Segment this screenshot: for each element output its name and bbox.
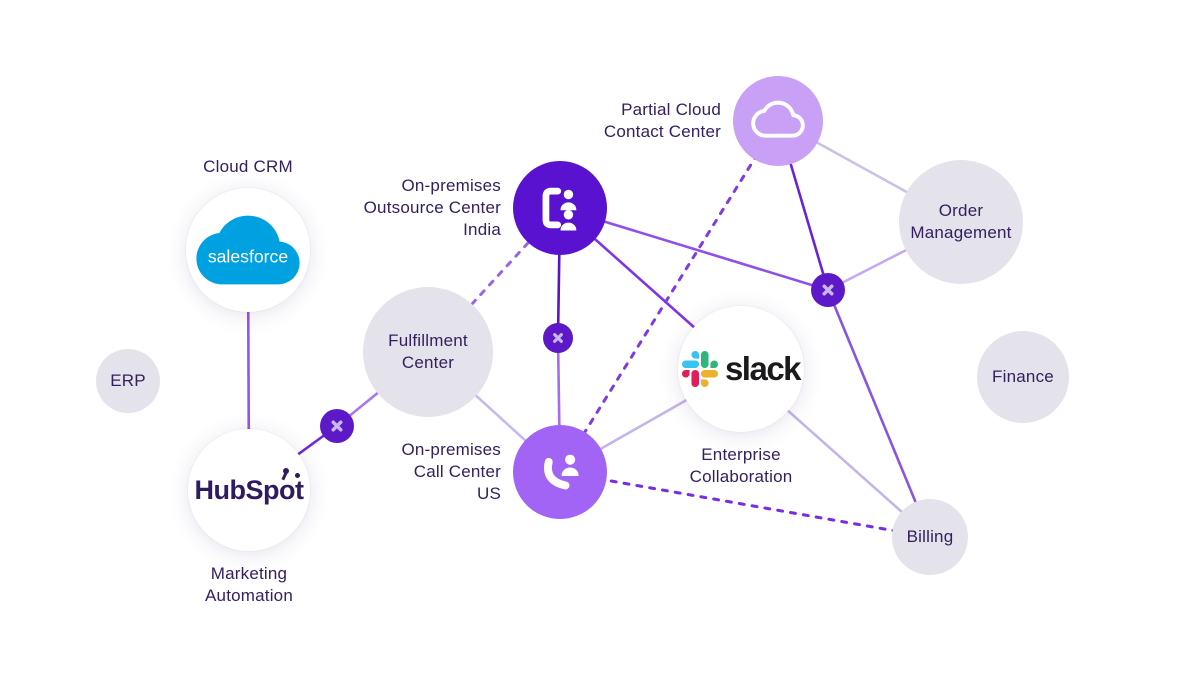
node-erp-label: ERP <box>110 371 146 390</box>
x-icon <box>553 333 563 343</box>
hubspot-sprocket-dot <box>283 467 290 474</box>
edge-partial-cloud-call-center-us <box>558 119 780 474</box>
node-outsource-center-india <box>513 161 607 255</box>
node-erp: ERP <box>96 349 160 413</box>
x-icon <box>331 420 343 432</box>
node-finance: Finance <box>977 331 1069 423</box>
cloud-icon <box>751 100 805 138</box>
slack-hash-icon <box>681 351 718 387</box>
node-partial-cloud-contact-center <box>733 76 823 166</box>
disconnect-badge <box>320 409 354 443</box>
hubspot-wordmark: HubSpot <box>194 474 304 505</box>
disconnect-badge <box>811 273 845 307</box>
phone-person-icon <box>544 454 579 490</box>
node-finance-label: Finance <box>992 367 1054 386</box>
node-slack: slack <box>678 306 804 432</box>
node-hubspot: HubSpot <box>188 429 310 551</box>
hubspot-logo: HubSpot <box>194 467 304 506</box>
edge-call-center-us-billing <box>558 470 932 539</box>
x-icon <box>822 284 834 296</box>
node-billing-label: Billing <box>906 527 954 546</box>
node-cloud-crm: salesforce <box>186 188 310 312</box>
disconnect-badge <box>543 323 573 353</box>
hubspot-sprocket-dot <box>295 472 301 478</box>
node-billing: Billing <box>892 499 968 575</box>
salesforce-wordmark: salesforce <box>208 246 289 266</box>
slack-wordmark: slack <box>724 350 802 387</box>
salesforce-logo-icon: salesforce <box>196 215 300 285</box>
node-call-center-us <box>513 425 607 519</box>
slack-logo: slack <box>681 350 802 388</box>
agent-queue-icon <box>542 187 577 231</box>
caption-cloud-crm: Cloud CRM <box>203 157 293 176</box>
edge-x3-billing <box>826 288 932 539</box>
